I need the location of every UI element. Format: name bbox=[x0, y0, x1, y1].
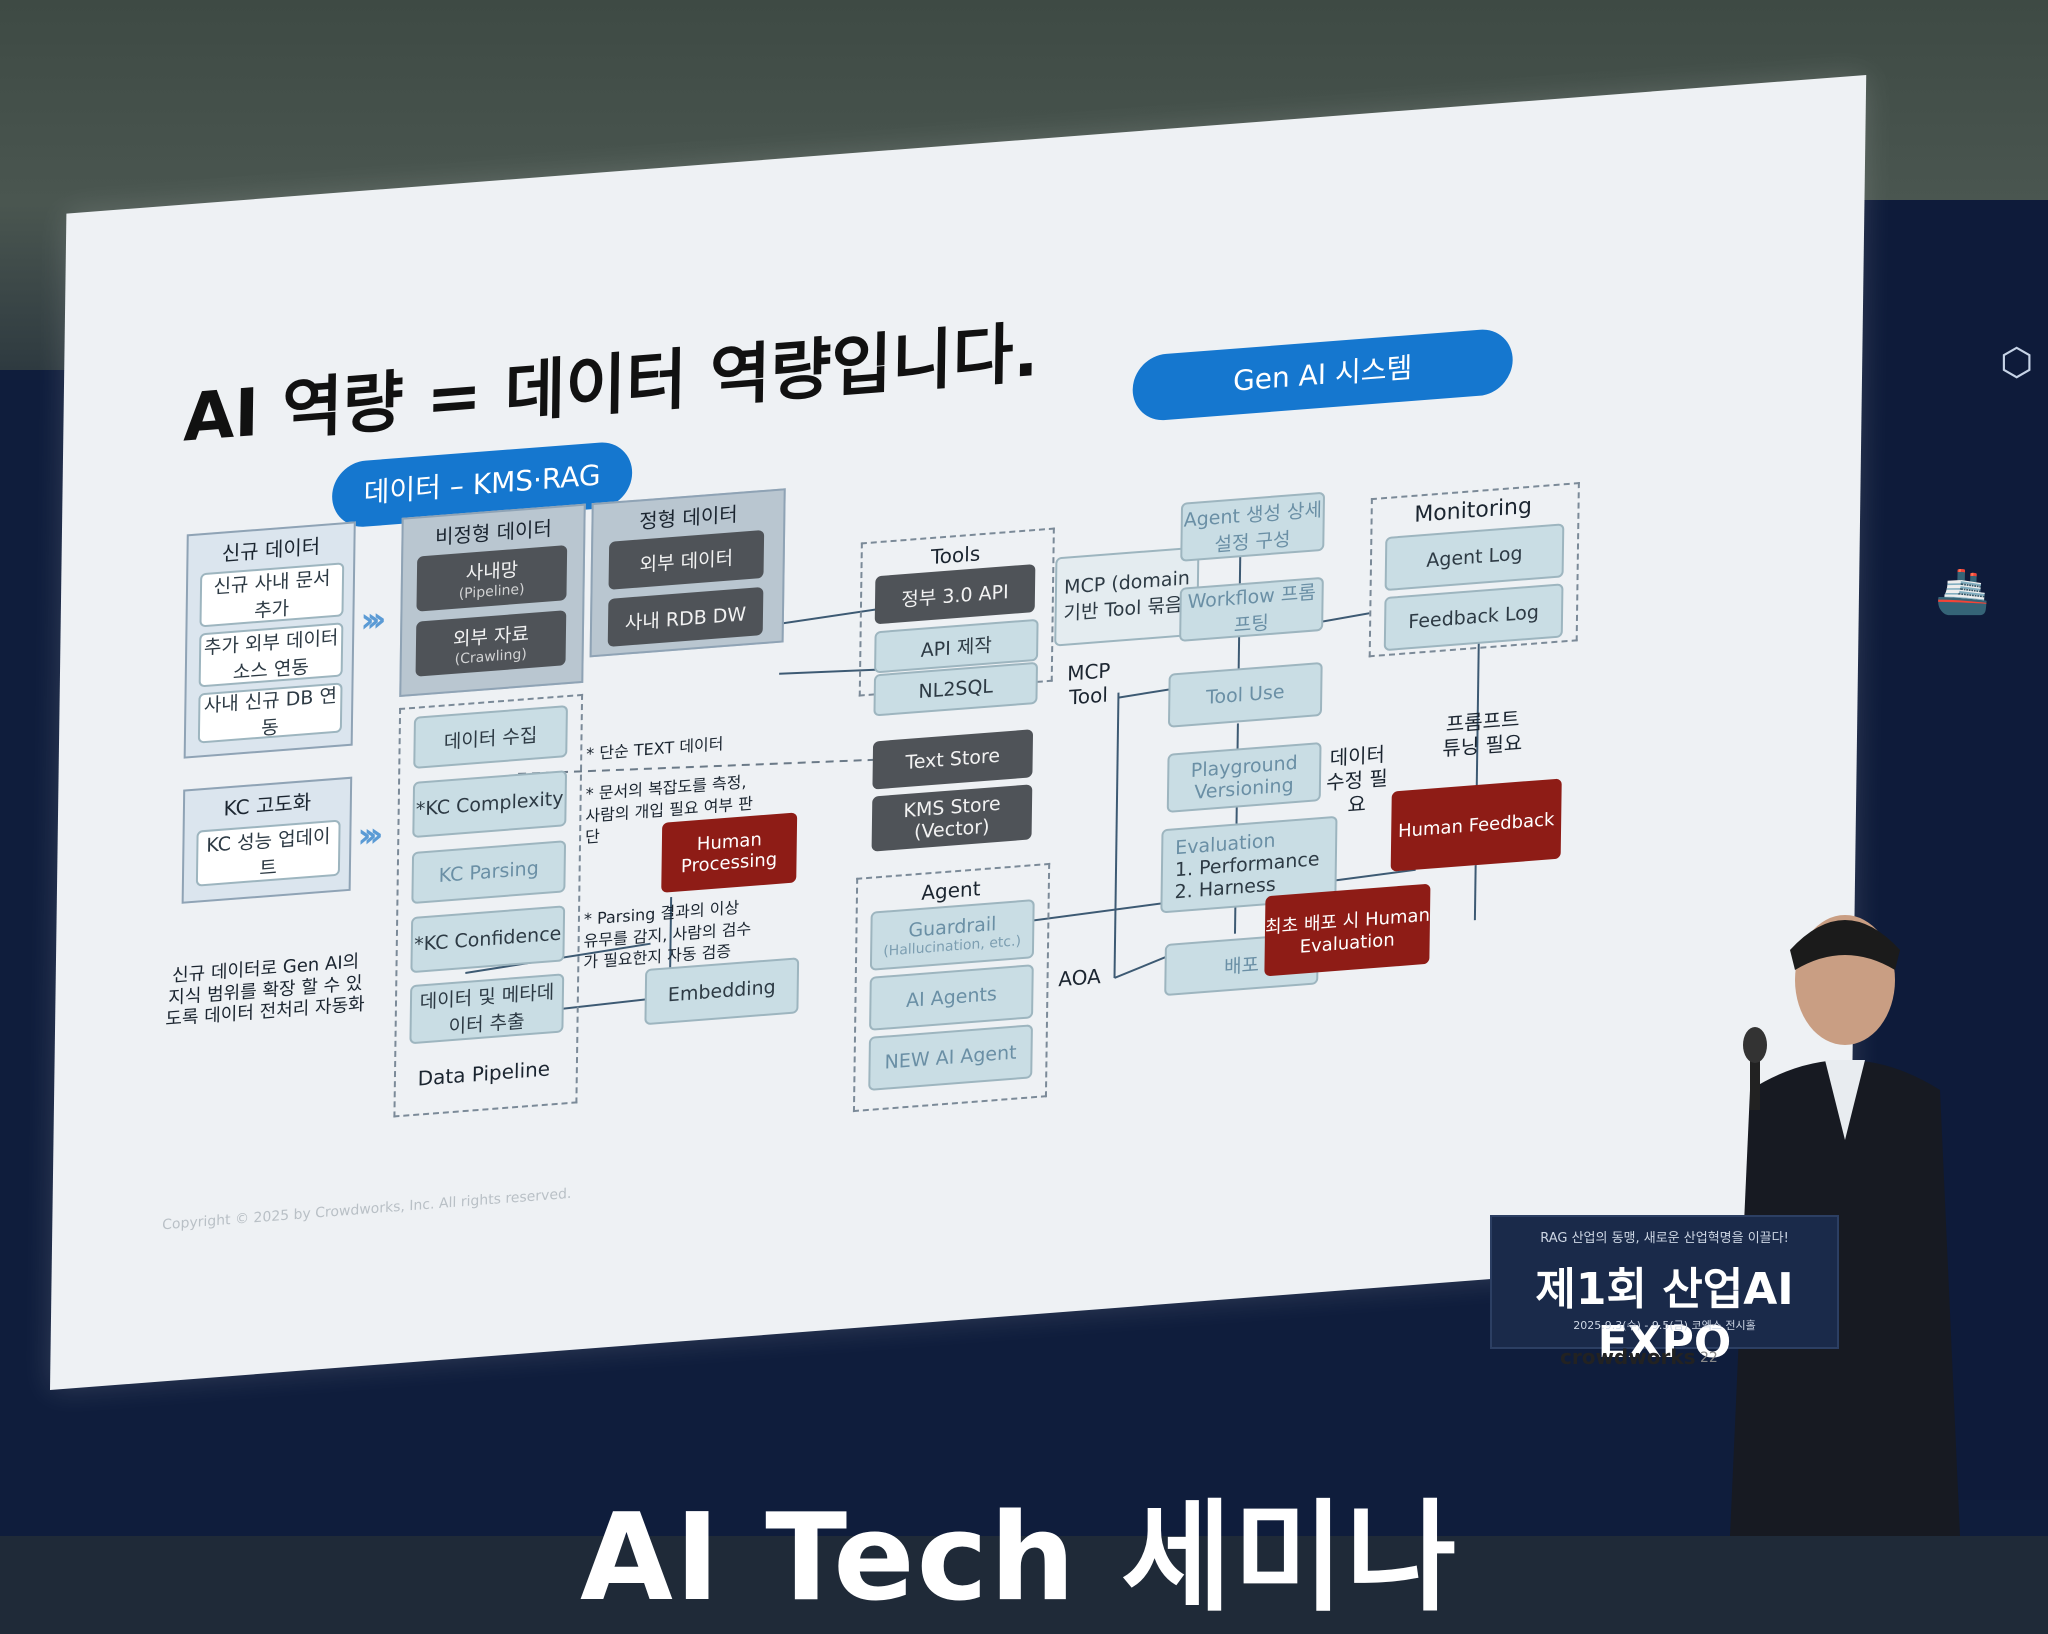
podium-event-dates: 2025.9.3(수) - 9.5(금) 코엑스 전시홀 bbox=[1492, 1317, 1837, 1333]
external-material-item: 외부 자료 (Crawling) bbox=[416, 610, 567, 677]
structured-box: 정형 데이터 외부 데이터 사내 RDB DW bbox=[590, 488, 786, 657]
new-db-item: 사내 신규 DB 연동 bbox=[198, 682, 343, 743]
kc-performance-item: KC 성능 업데이트 bbox=[196, 820, 341, 887]
new-doc-item: 신규 사내 문서 추가 bbox=[199, 562, 344, 627]
mcp-tool-label: MCP Tool bbox=[1053, 657, 1124, 710]
chevron-right-icon: ››› bbox=[360, 600, 379, 641]
molecule-icon: ⬡ bbox=[2000, 340, 2048, 400]
prompt-tune-label: 프롬프트 튜닝 필요 bbox=[1442, 706, 1523, 760]
playground-step: Playground Versioning bbox=[1167, 742, 1322, 813]
pipeline-step-confidence: *KC Confidence bbox=[410, 905, 565, 973]
embedding-box: Embedding bbox=[644, 957, 799, 1025]
kc-upgrade-box: KC 고도화 KC 성능 업데이트 bbox=[182, 777, 353, 904]
projected-slide: AI 역량 = 데이터 역량입니다. 데이터 – KMS·RAG Gen AI … bbox=[50, 75, 1866, 1390]
slide-page-number: 22 bbox=[1700, 1350, 1718, 1366]
final-human-eval-box: 최초 배포 시 Human Evaluation bbox=[1264, 884, 1430, 977]
unstructured-box: 비정형 데이터 사내망 (Pipeline) 외부 자료 (Crawling) bbox=[399, 504, 585, 697]
seminar-banner: AI Tech 세미나 bbox=[580, 1460, 1458, 1634]
rdb-dw-item: 사내 RDB DW bbox=[608, 587, 764, 647]
workflow-step: Workflow 프롬프팅 bbox=[1179, 577, 1324, 642]
intranet-item: 사내망 (Pipeline) bbox=[416, 545, 567, 612]
kc-upgrade-header: KC 고도화 bbox=[185, 787, 350, 824]
aoa-label: AOA bbox=[1049, 963, 1109, 992]
external-source-item: 추가 외부 데이터 소스 연동 bbox=[199, 622, 344, 687]
podium-sign: RAG 산업의 동맹, 새로운 산업혁명을 이끌다! 제1회 산업AI EXPO… bbox=[1490, 1215, 1839, 1349]
human-feedback-box: Human Feedback bbox=[1391, 778, 1562, 871]
chevron-right-icon: ››› bbox=[357, 815, 376, 856]
agent-create-step: Agent 생성 상세 설정 구성 bbox=[1180, 492, 1325, 562]
pipeline-step-extract: 데이터 및 메타데이터 추출 bbox=[409, 973, 564, 1044]
data-fix-label: 데이터 수정 필요 bbox=[1321, 742, 1392, 819]
mcp-box: MCP (domain 기반 Tool 묶음) bbox=[1054, 546, 1199, 646]
crowdworks-logo: crowdworks bbox=[1560, 1345, 1696, 1369]
pipeline-step-complexity: *KC Complexity bbox=[412, 770, 567, 838]
new-data-box: 신규 데이터 신규 사내 문서 추가 추가 외부 데이터 소스 연동 사내 신규… bbox=[184, 521, 356, 758]
podium-tagline: RAG 산업의 동맹, 새로운 산업혁명을 이끌다! bbox=[1492, 1227, 1837, 1246]
external-data-item: 외부 데이터 bbox=[609, 530, 765, 590]
ship-icon: 🚢 bbox=[1935, 565, 2015, 625]
human-processing-box: Human Processing bbox=[661, 812, 797, 892]
